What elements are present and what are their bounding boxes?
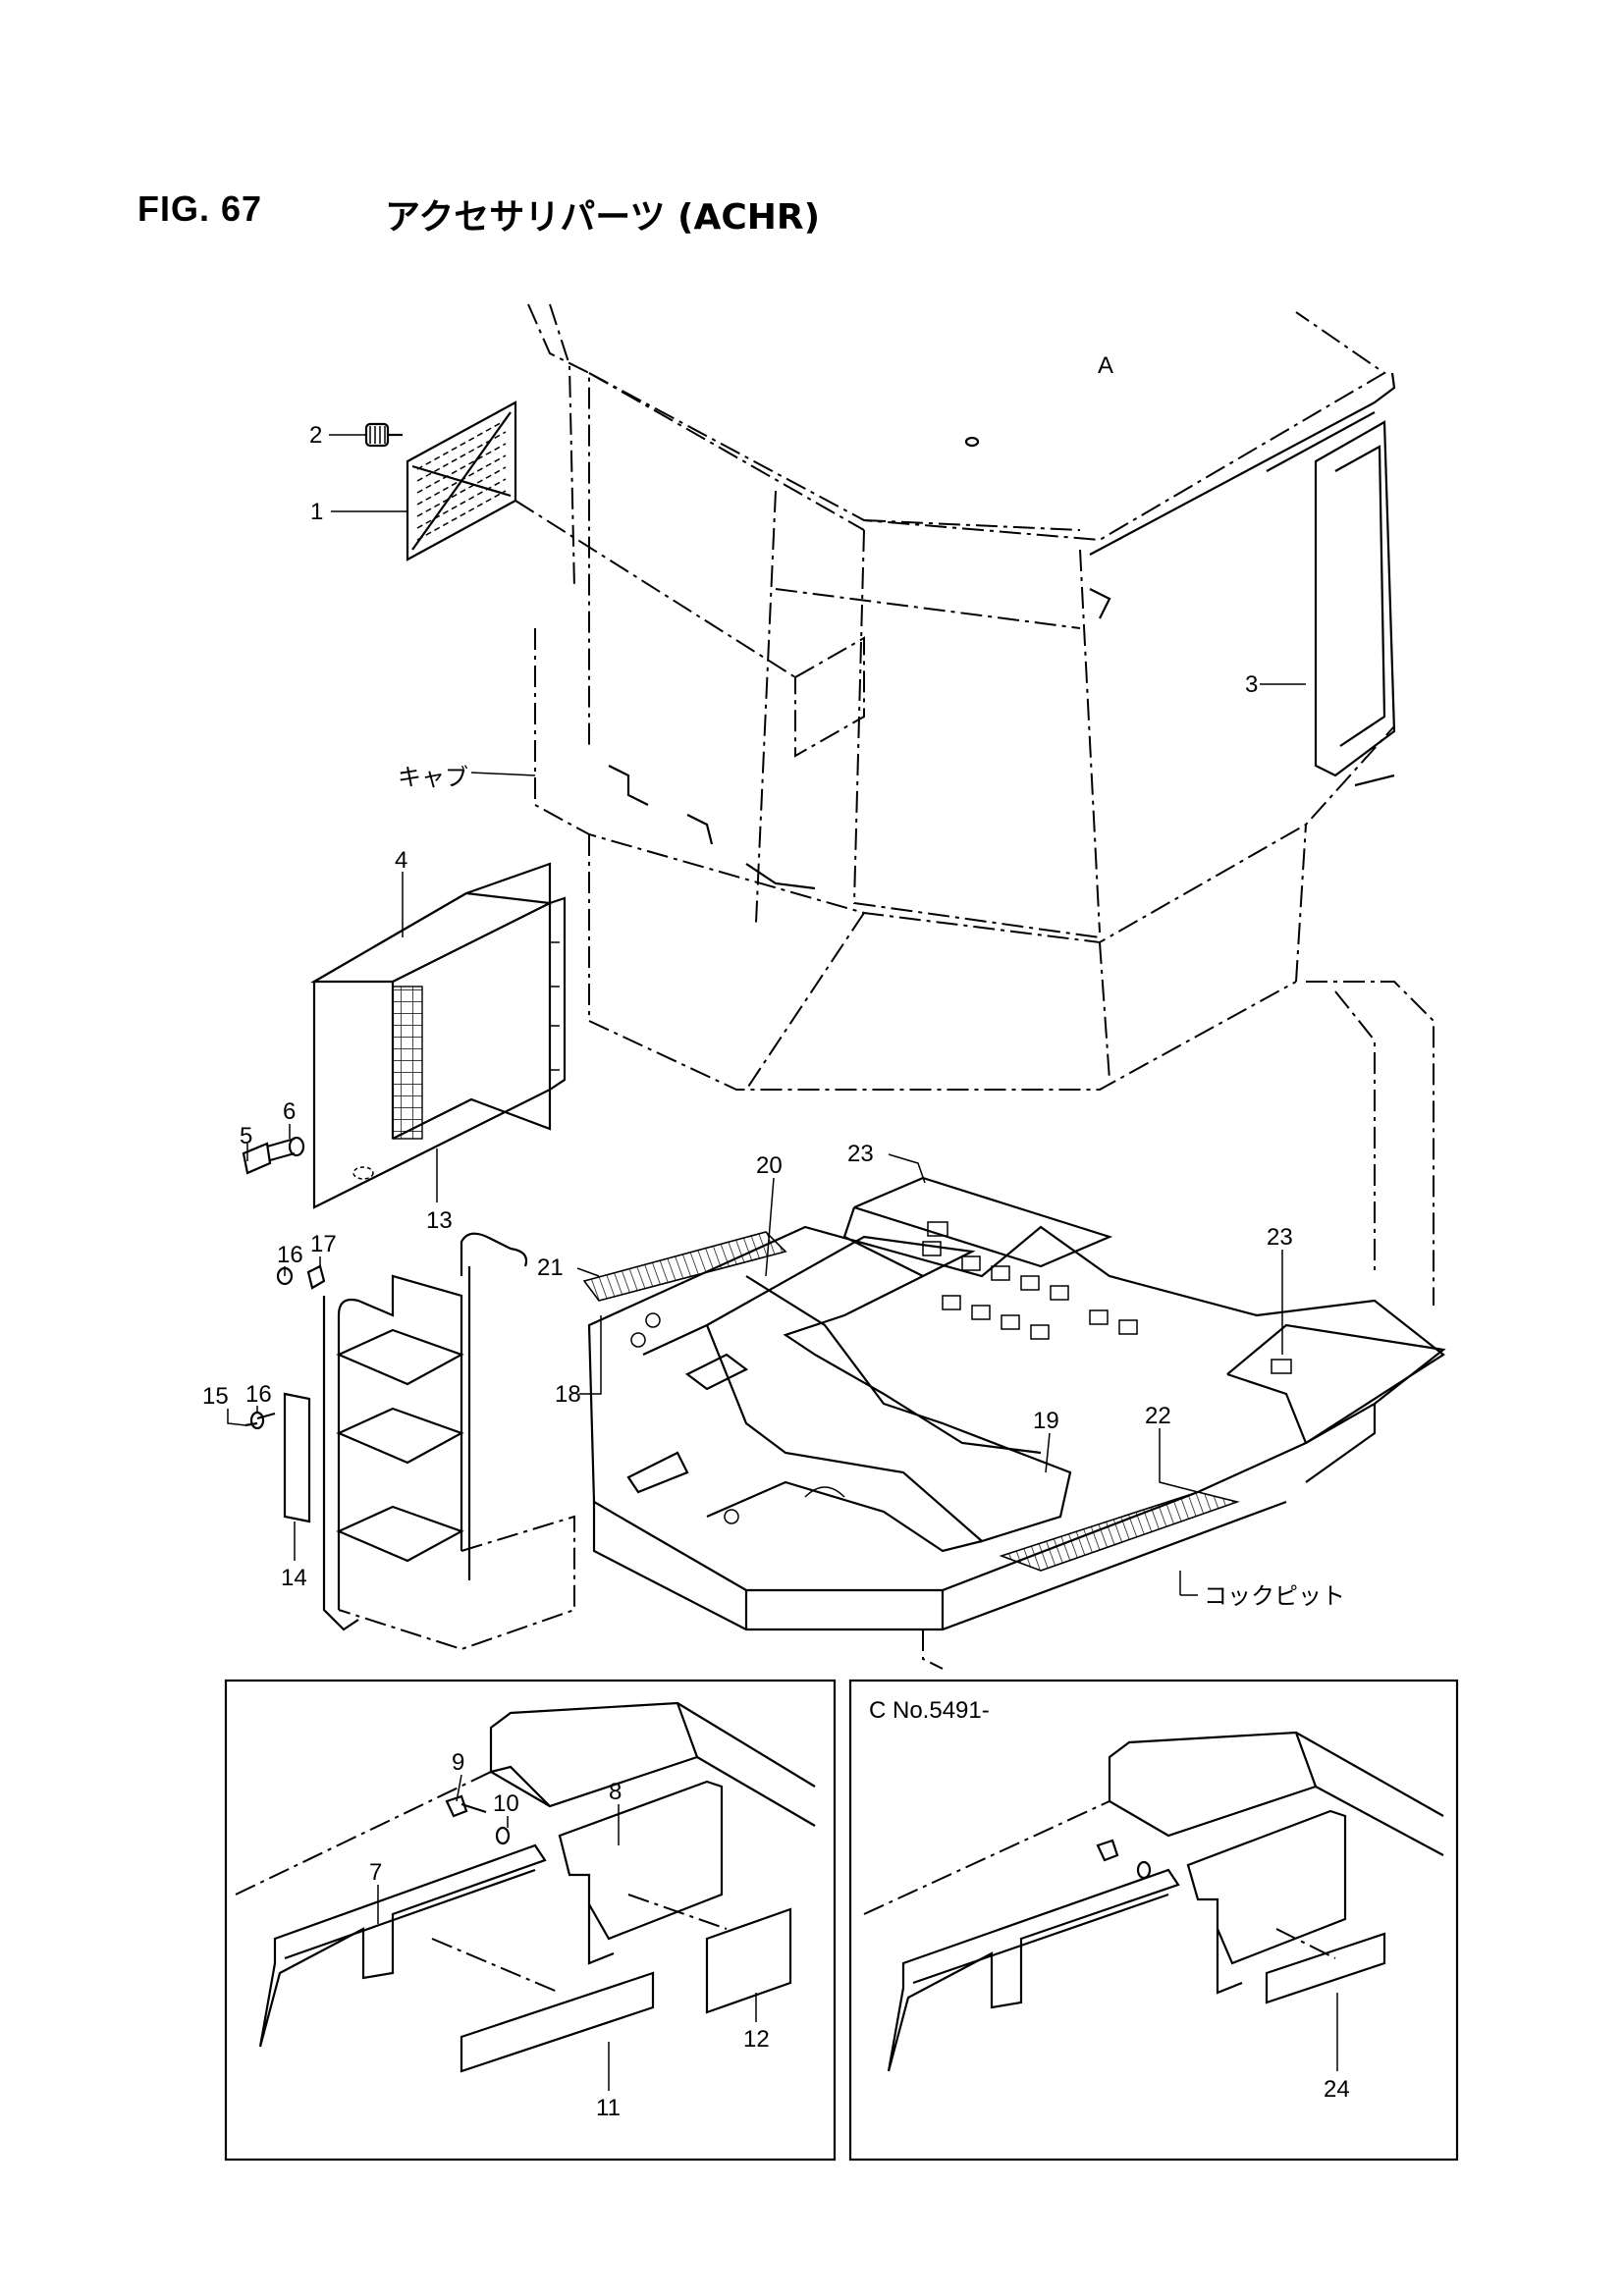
part-vent-grille [406,400,517,561]
callout-16-b: 16 [245,1381,272,1408]
callout-11: 11 [596,2095,621,2121]
callout-9: 9 [452,1749,464,1776]
callout-6: 6 [283,1098,296,1125]
inset-panel-right [848,1679,1459,2162]
cockpit-floor [582,1176,1446,1670]
cab-outline [527,303,1435,1306]
part-knob [364,422,403,448]
inset-left-drawing [235,1701,816,2073]
callout-13: 13 [426,1207,453,1234]
part-washer-16b [249,1411,265,1430]
label-cab: キャブ [398,764,468,791]
callout-14: 14 [281,1565,307,1591]
view-marker: A [1098,352,1113,379]
callout-7: 7 [369,1859,382,1886]
callout-19: 19 [1033,1408,1059,1434]
callout-20: 20 [756,1152,783,1179]
callout-8: 8 [609,1779,622,1805]
callout-23-a: 23 [847,1141,874,1167]
callout-1: 1 [310,499,323,525]
callout-10: 10 [493,1790,519,1817]
leader-lines [227,434,1338,2091]
part-heater-cover [309,862,567,1209]
callout-12: 12 [743,2026,770,2053]
part-nut-17 [306,1264,326,1290]
callout-21: 21 [537,1255,564,1281]
part-bolt-15 [244,1412,276,1427]
callout-17: 17 [310,1231,337,1257]
callout-5: 5 [240,1123,252,1149]
callout-3: 3 [1245,671,1258,698]
part-footstep [283,1232,575,1651]
figure-number: FIG. 67 [137,188,263,229]
callout-15: 15 [202,1383,229,1410]
part-washer-6 [288,1136,305,1157]
callout-18: 18 [555,1381,581,1408]
inset-right-drawing [863,1731,1444,2072]
part-bolt-5 [242,1137,296,1175]
label-cockpit: コックピット [1204,1582,1345,1610]
inset-panel-left [224,1679,837,2162]
callout-2: 2 [309,422,322,449]
figure-title: アクセサリパーツ (ACHR) [385,197,821,238]
inset-right-caption: C No.5491- [869,1697,990,1724]
callout-23-b: 23 [1267,1224,1293,1251]
callout-24: 24 [1324,2076,1350,2103]
callout-22: 22 [1145,1403,1171,1429]
callout-4: 4 [395,847,407,874]
callout-16-a: 16 [277,1242,303,1268]
